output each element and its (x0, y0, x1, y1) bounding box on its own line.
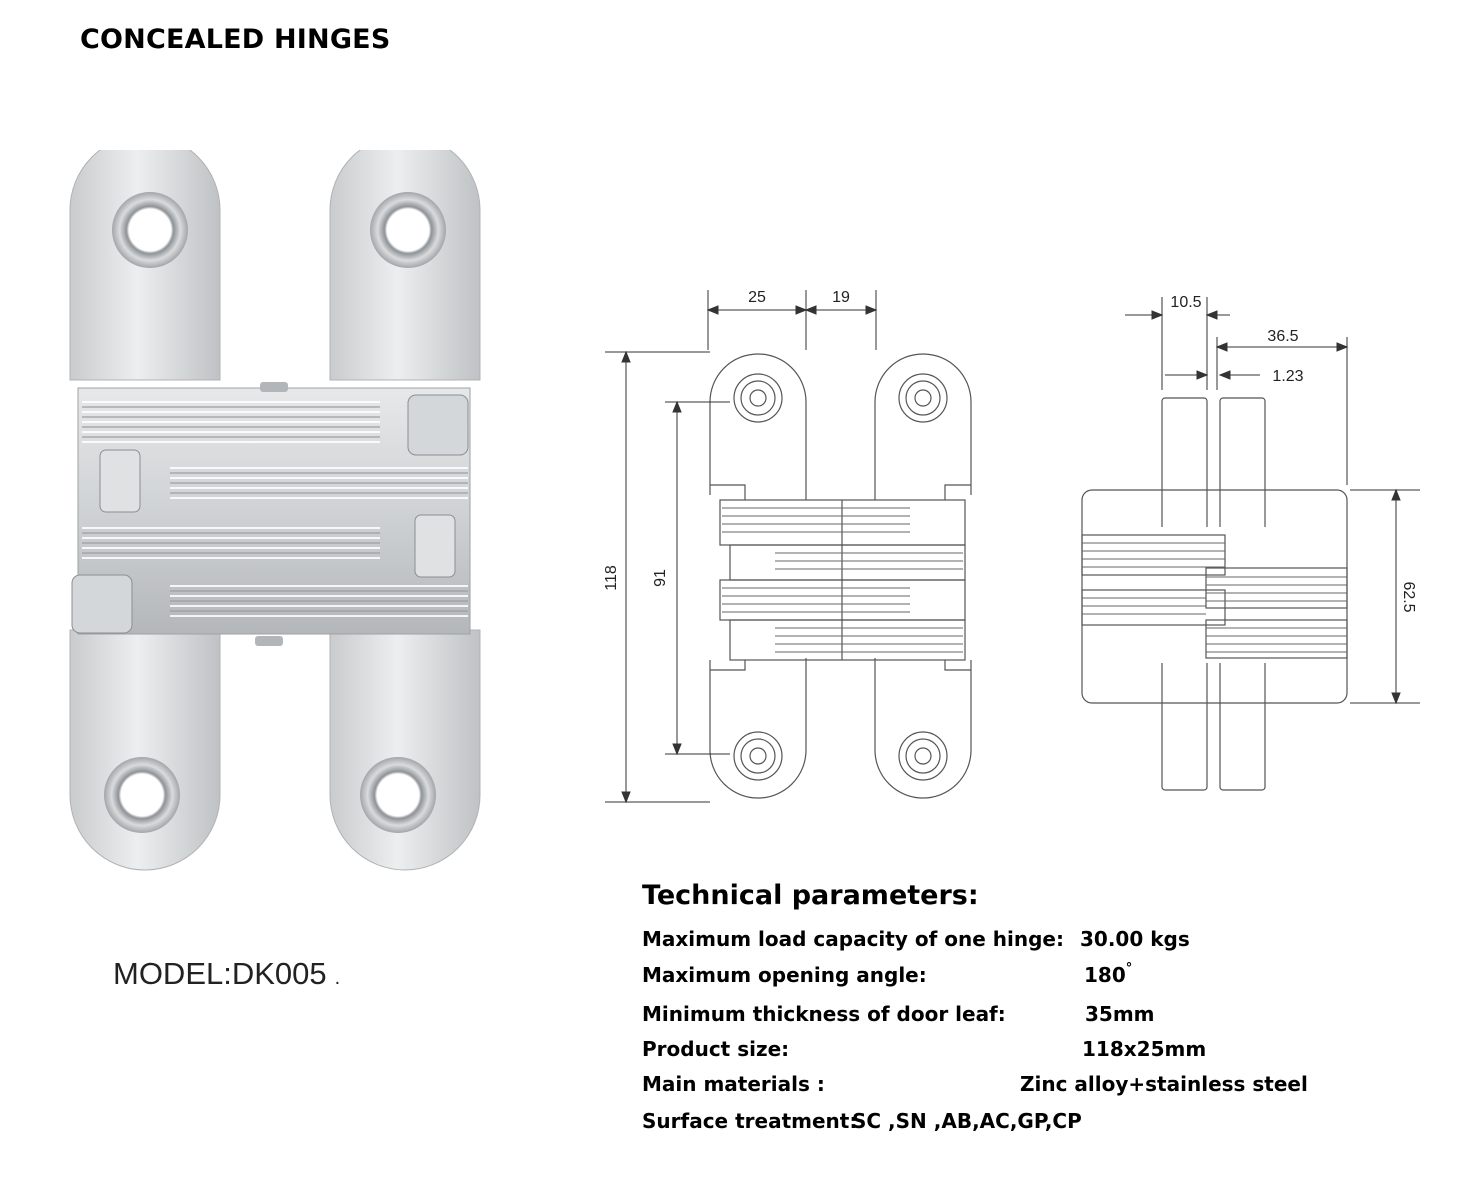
param-label: Surface treatment: (642, 1109, 858, 1133)
param-value: 180° (1084, 961, 1133, 987)
dim-top-right: 19 (832, 289, 850, 306)
param-label: Product size: (642, 1037, 790, 1061)
param-label: Maximum opening angle: (642, 963, 927, 987)
front-dimension-drawing: 25 19 118 91 (603, 289, 972, 804)
dim-top-left: 25 (748, 289, 766, 306)
model-label: MODEL:DK005. (113, 956, 341, 991)
param-value: 118x25mm (1082, 1037, 1207, 1061)
screw-hole-icon (104, 757, 180, 833)
screw-hole-icon (112, 192, 188, 268)
side-dimension-drawing: 10.5 36.5 1.23 62.5 (1081, 294, 1420, 791)
param-label: Minimum thickness of door leaf: (642, 1002, 1006, 1026)
dim-gap: 1.23 (1272, 368, 1303, 385)
params-heading: Technical parameters: (642, 880, 979, 911)
param-value: 35mm (1085, 1002, 1155, 1026)
param-value: Zinc alloy+stainless steel (1020, 1072, 1308, 1096)
dim-body-height: 62.5 (1400, 581, 1417, 612)
param-label: Maximum load capacity of one hinge: (642, 927, 1064, 951)
screw-hole-icon (370, 192, 446, 268)
param-label: Main materials : (642, 1072, 825, 1096)
param-value: 30.00 kgs (1080, 927, 1190, 951)
page-title: CONCEALED HINGES (80, 24, 391, 55)
dim-thickness: 10.5 (1170, 294, 1201, 311)
dim-total-height: 118 (603, 565, 620, 591)
dim-offset: 36.5 (1267, 328, 1298, 345)
screw-hole-icon (360, 757, 436, 833)
hinge-photo (69, 150, 481, 871)
dim-hole-spacing: 91 (652, 569, 669, 587)
degree-symbol: ° (1125, 961, 1133, 977)
param-value: SC ,SN ,AB,AC,GP,CP (852, 1109, 1082, 1133)
